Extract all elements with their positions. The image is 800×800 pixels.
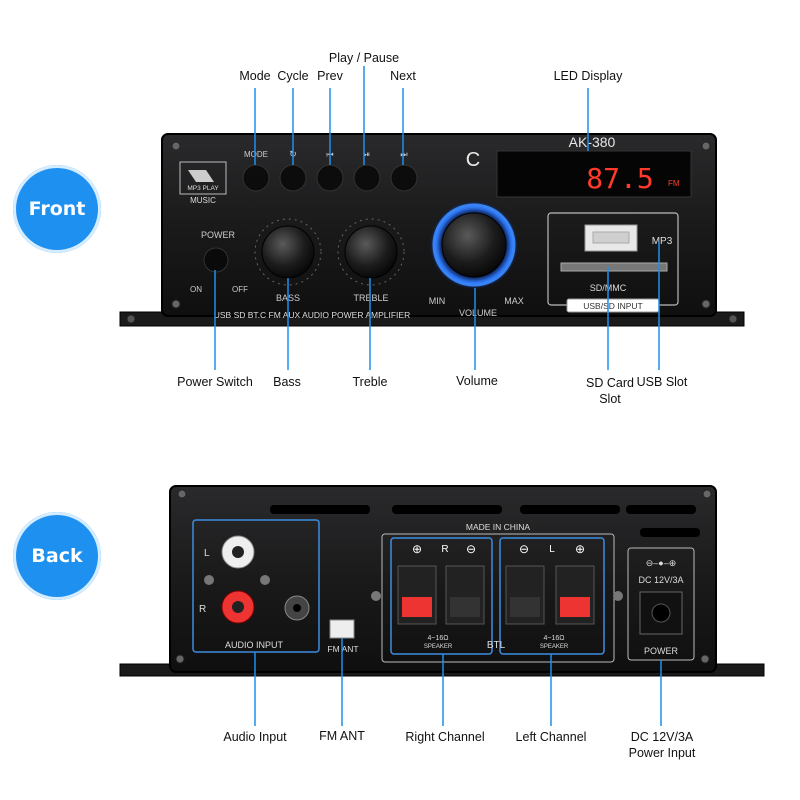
logo-top-text: MP3 PLAY: [187, 185, 219, 192]
front-leader-lines: [214, 66, 660, 370]
right-speaker-label: SPEAKER: [424, 644, 453, 650]
volume-max-label: MAX: [504, 296, 524, 306]
model-label: AK-380: [569, 134, 616, 150]
next-icon: ⏭: [400, 150, 407, 159]
fm-ant-label: FM ANT: [327, 644, 358, 654]
power-label: POWER: [201, 230, 236, 240]
on-label: ON: [190, 285, 202, 294]
callout-fm-ant: FM ANT: [319, 729, 365, 743]
left-impedance: 4~16Ω: [544, 635, 565, 642]
callout-volume: Volume: [456, 374, 498, 388]
l-channel-label: L: [549, 544, 555, 555]
led-readout: 87.5: [586, 162, 653, 195]
led-display: [496, 150, 692, 198]
callout-usb-slot: USB Slot: [636, 375, 688, 389]
led-unit: FM: [668, 179, 680, 188]
rc-plus-icon: ⊕: [412, 542, 422, 556]
audio-input-label: AUDIO INPUT: [225, 640, 284, 650]
callout-play-pause: Play / Pause: [328, 51, 400, 65]
back-badge: Back: [13, 512, 101, 600]
bass-knob[interactable]: [261, 225, 315, 279]
callout-sd-card-slot: SD Card Slot: [586, 376, 634, 406]
prev-button[interactable]: [316, 164, 344, 192]
callout-left-channel: Left Channel: [515, 730, 587, 744]
mp3-label: MP3: [652, 236, 673, 247]
volume-knob[interactable]: [441, 212, 507, 278]
play-pause-icon: ⏯: [364, 150, 370, 159]
off-label: OFF: [232, 285, 248, 294]
callout-power-switch: Power Switch: [177, 375, 253, 389]
callout-bass: Bass: [273, 375, 301, 389]
mode-button-label: MODE: [244, 150, 268, 159]
callout-cycle: Cycle: [277, 69, 309, 83]
mode-button[interactable]: [242, 164, 270, 192]
volume-min-label: MIN: [429, 296, 446, 306]
mp3-logo-icon: [188, 170, 214, 182]
callout-next: Next: [390, 69, 416, 83]
volume-label: VOLUME: [459, 308, 497, 318]
power-switch[interactable]: [203, 247, 229, 273]
usb-sd-input-label: USB/SD INPUT: [583, 301, 643, 311]
logo-bottom-text: MUSIC: [190, 196, 216, 205]
treble-label: TREBLE: [353, 293, 388, 303]
treble-knob[interactable]: [344, 225, 398, 279]
dc-polarity-icon: ⊖–●–⊕: [646, 558, 677, 568]
sd-card-slot[interactable]: [560, 262, 668, 272]
callout-led-display: LED Display: [553, 69, 623, 83]
back-power-label: POWER: [644, 646, 679, 656]
front-bottom-text: USB SD BT.C FM AUX AUDIO POWER AMPLIFIER: [214, 310, 410, 320]
cycle-button[interactable]: [279, 164, 307, 192]
lc-minus-icon: ⊖: [519, 542, 529, 556]
right-impedance: 4~16Ω: [428, 635, 449, 642]
front-panel: MP3 PLAY MUSIC MODE ↻ ⏮ ⏯ ⏭ C AK-380 87.…: [119, 133, 745, 327]
btl-label: BTL: [487, 640, 506, 651]
r-channel-label: R: [441, 544, 448, 555]
callout-prev: Prev: [317, 69, 343, 83]
callout-audio-input: Audio Input: [223, 730, 287, 744]
audio-r-label: R: [199, 604, 206, 615]
callout-treble: Treble: [352, 375, 388, 389]
front-badge: Front: [13, 165, 101, 253]
next-button[interactable]: [390, 164, 418, 192]
callout-right-channel: Right Channel: [405, 730, 485, 744]
back-leader-lines: [254, 638, 662, 726]
dc-spec-label: DC 12V/3A: [638, 575, 683, 585]
play-pause-button[interactable]: [353, 164, 381, 192]
lc-plus-icon: ⊕: [575, 542, 585, 556]
audio-l-label: L: [204, 548, 210, 559]
made-in-label: MADE IN CHINA: [466, 522, 531, 532]
left-speaker-label: SPEAKER: [540, 644, 569, 650]
fm-antenna-clip[interactable]: [329, 619, 355, 639]
mode-glyph: C: [466, 149, 480, 171]
rc-minus-icon: ⊖: [466, 542, 476, 556]
callout-mode: Mode: [239, 69, 271, 83]
back-panel: L R AUDIO INPUT FM ANT MADE IN CHINA ⊕ R…: [119, 485, 765, 677]
dc-power-jack[interactable]: [639, 591, 683, 635]
callout-dc-power: DC 12V/3A Power Input: [628, 730, 696, 760]
